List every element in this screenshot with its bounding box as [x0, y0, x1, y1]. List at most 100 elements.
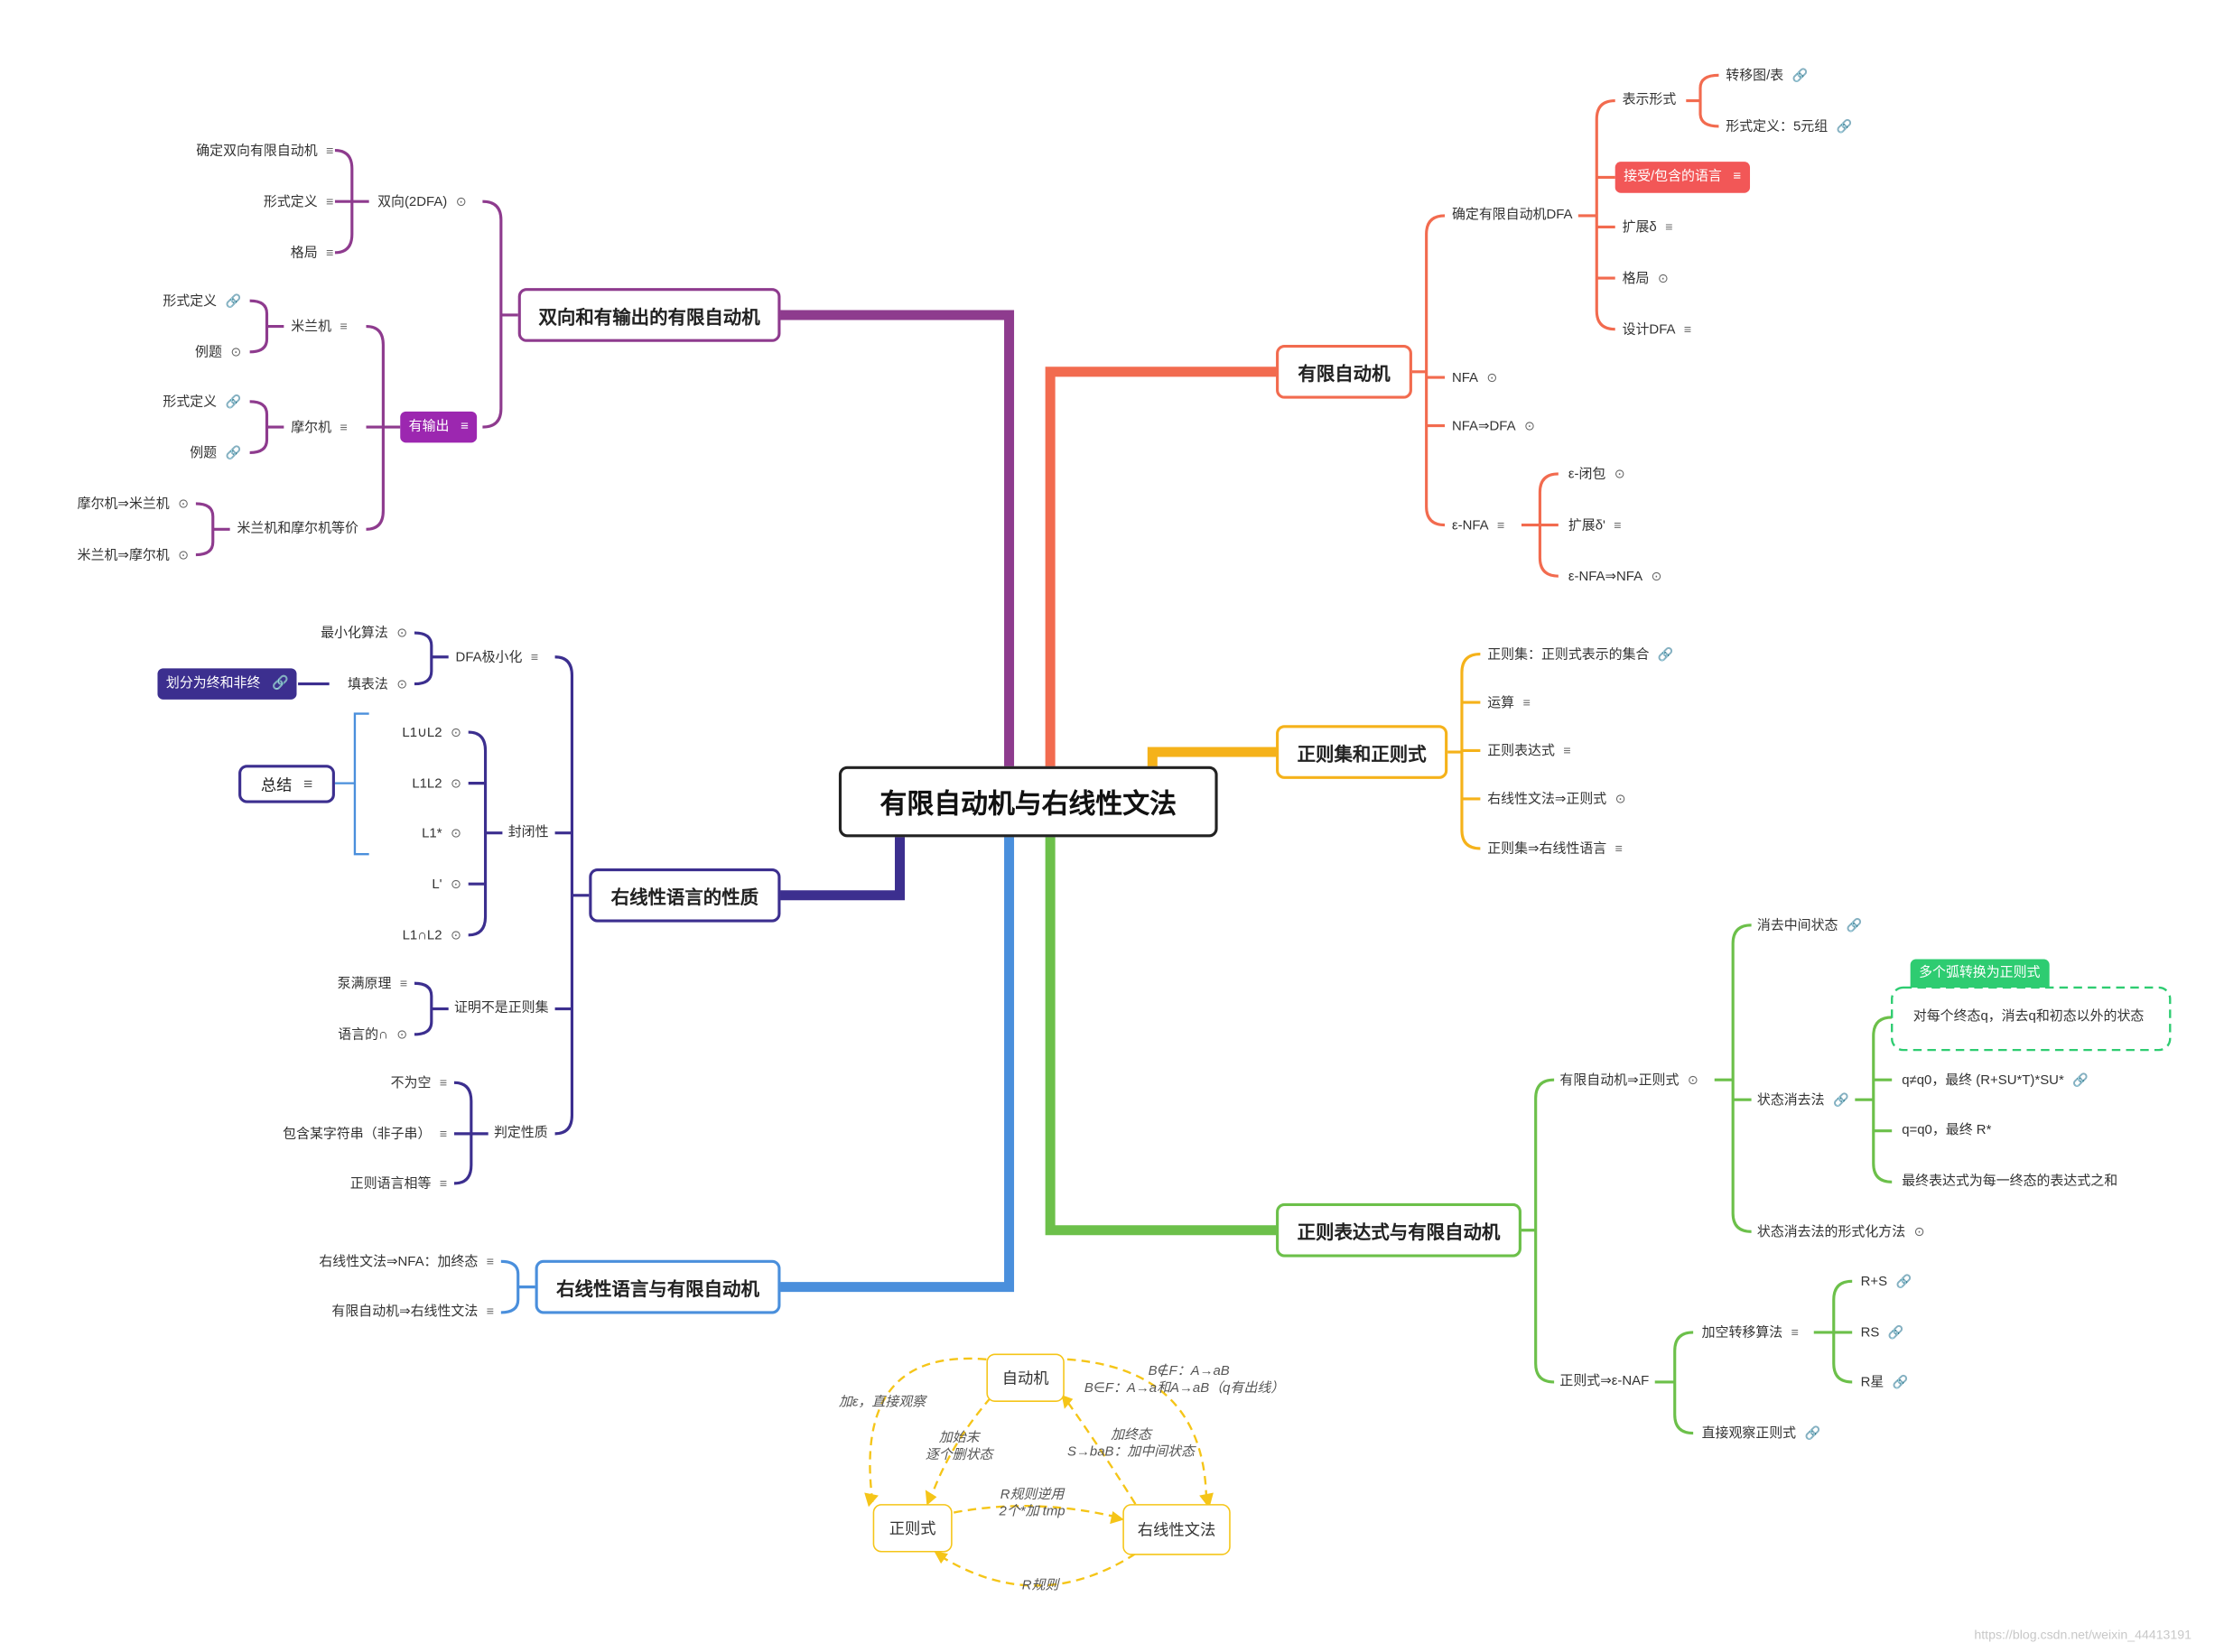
output-node[interactable]: 有输出≡ [400, 411, 478, 443]
rs-node[interactable]: RS🔗 [1860, 1325, 1904, 1341]
nonempty-node[interactable]: 不为空≡ [390, 1075, 448, 1091]
flow-regex[interactable]: 正则式 [872, 1504, 953, 1553]
reg-item-2[interactable]: 运算≡ [1487, 695, 1531, 711]
reg-item-4[interactable]: 右线性文法⇒正则式⊙ [1487, 792, 1626, 808]
more-icon: ⊙ [450, 877, 461, 892]
more-icon: ⊙ [1651, 569, 1662, 584]
equiv-node[interactable]: 米兰机和摩尔机等价 [237, 520, 358, 537]
notes-icon: ≡ [486, 1304, 494, 1319]
elim-mid-node[interactable]: 消去中间状态🔗 [1756, 917, 1863, 934]
split-node[interactable]: 划分为终和非终🔗 [157, 668, 298, 700]
pump-node[interactable]: 泵满原理≡ [337, 976, 408, 992]
notes-icon: ≡ [1683, 321, 1692, 337]
accept-node[interactable]: 接受/包含的语言≡ [1614, 162, 1750, 193]
formal5-node[interactable]: 形式定义：5元组🔗 [1726, 119, 1853, 135]
case1-node[interactable]: q≠q0，最终 (R+SU*T)*SU*🔗 [1902, 1072, 2089, 1089]
notes-icon: ≡ [1665, 219, 1673, 235]
each-final-node[interactable]: 对每个终态q，消去q和初态以外的状态 [1912, 1008, 2145, 1025]
eclose-node[interactable]: ε-闭包⊙ [1568, 467, 1625, 483]
summary-node[interactable]: 总结≡ [238, 765, 335, 803]
decide-node[interactable]: 判定性质 [493, 1125, 548, 1141]
enfa2nfa-node[interactable]: ε-NFA⇒NFA⊙ [1568, 569, 1662, 585]
more-icon: ⊙ [1486, 370, 1498, 385]
moore-formal-node[interactable]: 形式定义🔗 [163, 394, 242, 411]
design-node[interactable]: 设计DFA≡ [1622, 321, 1692, 339]
attachment-icon: 🔗 [225, 293, 242, 309]
mealy-formal-node[interactable]: 形式定义🔗 [163, 293, 242, 310]
dfa-node[interactable]: 确定有限自动机DFA [1451, 207, 1573, 223]
twodfa-node[interactable]: 双向(2DFA)⊙ [377, 194, 467, 210]
formal-node[interactable]: 形式定义≡ [263, 194, 334, 210]
ext-node[interactable]: 扩展δ≡ [1622, 219, 1673, 236]
notes-icon: ≡ [486, 1254, 494, 1269]
re2enfa-node[interactable]: 正则式⇒ε-NAF [1559, 1373, 1650, 1389]
star-node[interactable]: L1*⊙ [422, 825, 461, 842]
fa2re-node[interactable]: 有限自动机⇒正则式⊙ [1559, 1072, 1698, 1089]
moore-ex-node[interactable]: 例题🔗 [190, 445, 242, 461]
attachment-icon: 🔗 [2072, 1072, 2089, 1087]
concat-node[interactable]: L1L2⊙ [412, 775, 461, 793]
notes-icon: ≡ [326, 143, 334, 158]
fa2g-node[interactable]: 有限自动机⇒右线性文法≡ [331, 1304, 494, 1320]
g2nfa-node[interactable]: 右线性文法⇒NFA：加终态≡ [319, 1254, 494, 1270]
fill-node[interactable]: 填表法⊙ [347, 676, 408, 693]
fa-topic[interactable]: 有限自动机 [1276, 344, 1412, 399]
nfa-node[interactable]: NFA⊙ [1451, 370, 1498, 386]
minalg-node[interactable]: 最小化算法⊙ [321, 626, 408, 642]
addtrans-node[interactable]: 加空转移算法≡ [1701, 1325, 1799, 1341]
rlfa-topic[interactable]: 右线性语言与有限自动机 [535, 1259, 781, 1314]
refa-topic[interactable]: 正则表达式与有限自动机 [1276, 1202, 1521, 1258]
reg-topic[interactable]: 正则集和正则式 [1276, 725, 1448, 779]
closure-node[interactable]: 封闭性 [507, 824, 549, 840]
equal-node[interactable]: 正则语言相等≡ [349, 1176, 448, 1193]
reg-item-5[interactable]: 正则集⇒右线性语言≡ [1487, 841, 1623, 858]
ext2-node[interactable]: 扩展δ'≡ [1568, 517, 1622, 534]
multi-arc-label[interactable]: 多个弧转换为正则式 [1910, 959, 2049, 988]
substr-node[interactable]: 包含某字符串（非子串）≡ [283, 1127, 448, 1143]
union-node[interactable]: L1∪L2⊙ [402, 725, 461, 741]
flow-automaton[interactable]: 自动机 [986, 1353, 1065, 1402]
l2m-node[interactable]: 米兰机⇒摩尔机⊙ [77, 547, 190, 564]
trans-node[interactable]: 转移图/表🔗 [1726, 68, 1809, 84]
flow-grammar[interactable]: 右线性文法 [1122, 1504, 1231, 1555]
props-topic[interactable]: 右线性语言的性质 [589, 868, 781, 923]
moore-node[interactable]: 摩尔机≡ [291, 420, 348, 436]
refa-topic-label: 正则表达式与有限自动机 [1297, 1220, 1501, 1243]
mealy-node[interactable]: 米兰机≡ [291, 319, 348, 335]
reg-item-1[interactable]: 正则集：正则式表示的集合🔗 [1487, 646, 1674, 664]
attachment-icon: 🔗 [1657, 646, 1674, 662]
min-node[interactable]: DFA极小化≡ [455, 649, 539, 666]
fa-topic-label: 有限自动机 [1298, 362, 1391, 385]
enfa-node[interactable]: ε-NFA≡ [1451, 517, 1505, 534]
rs-plus-node[interactable]: R+S🔗 [1860, 1274, 1912, 1290]
case3-node[interactable]: 最终表达式为每一终态的表达式之和 [1902, 1173, 2118, 1190]
central-topic[interactable]: 有限自动机与右线性文法 [838, 766, 1218, 838]
mealy-ex-node[interactable]: 例题⊙ [195, 344, 242, 361]
more-icon: ⊙ [178, 497, 190, 511]
more-icon: ⊙ [396, 626, 408, 640]
lang-inter-node[interactable]: 语言的∩⊙ [338, 1026, 408, 1044]
twoway-topic-label: 双向和有输出的有限自动机 [538, 305, 760, 328]
notreg-node[interactable]: 证明不是正则集 [453, 1000, 549, 1016]
state-elim-node[interactable]: 状态消去法🔗 [1756, 1092, 1849, 1109]
case2-node[interactable]: q=q0，最终 R* [1902, 1122, 1992, 1138]
notes-icon: ≡ [530, 649, 539, 664]
nfa2dfa-node[interactable]: NFA⇒DFA⊙ [1451, 418, 1535, 434]
reg-item-3[interactable]: 正则表达式≡ [1487, 743, 1571, 759]
repr-node[interactable]: 表示形式 [1622, 92, 1677, 108]
direct-node[interactable]: 直接观察正则式🔗 [1701, 1425, 1821, 1442]
more-icon: ⊙ [455, 194, 467, 209]
rstar-node[interactable]: R星🔗 [1860, 1375, 1909, 1391]
twodfa-pattern-node[interactable]: 格局≡ [290, 245, 334, 262]
pattern-node[interactable]: 格局⊙ [1622, 271, 1669, 287]
inter-node[interactable]: L1∩L2⊙ [402, 927, 461, 944]
notes-icon: ≡ [439, 1176, 448, 1191]
attachment-icon: 🔗 [1846, 917, 1863, 933]
attachment-icon: 🔗 [1833, 1092, 1849, 1108]
formal-method-node[interactable]: 状态消去法的形式化方法⊙ [1756, 1224, 1925, 1240]
comp-node[interactable]: L'⊙ [432, 877, 461, 893]
det-node[interactable]: 确定双向有限自动机≡ [196, 143, 334, 160]
twoway-topic[interactable]: 双向和有输出的有限自动机 [517, 288, 781, 342]
m2l-node[interactable]: 摩尔机⇒米兰机⊙ [77, 497, 190, 513]
